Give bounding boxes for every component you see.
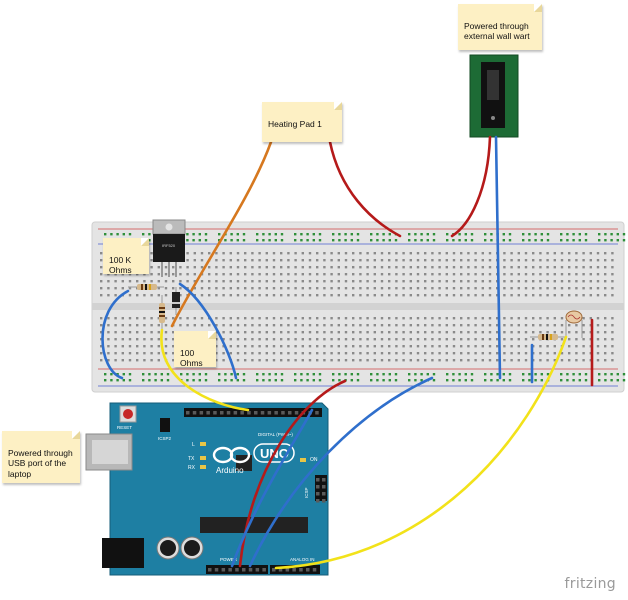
wire-blue-jack bbox=[494, 135, 502, 380]
note-100-ohms-text: 100 Ohms bbox=[180, 347, 203, 369]
icsp2-label: ICSP2 bbox=[158, 436, 172, 441]
led-tx-label: TX bbox=[188, 456, 195, 462]
note-wall-wart-text: Powered through external wall wart bbox=[464, 20, 530, 42]
wire-yellow-digital bbox=[160, 328, 250, 412]
note-heating-pad: Heating Pad 1 bbox=[262, 102, 342, 142]
led-l-label: L bbox=[192, 442, 195, 448]
led-rx-label: RX bbox=[188, 465, 196, 471]
note-heating-pad-text: Heating Pad 1 bbox=[268, 118, 322, 129]
note-wall-wart: Powered through external wall wart bbox=[458, 4, 542, 50]
note-100-ohms: 100 Ohms bbox=[174, 331, 216, 369]
fritzing-watermark: fritzing bbox=[564, 576, 616, 592]
note-usb-power: Powered through USB port of the laptop bbox=[2, 431, 80, 483]
on-label: ON bbox=[310, 457, 318, 463]
arduino-board: Arduino UNO RESET ICSP2 DIGITAL (PWM~) O… bbox=[85, 402, 329, 576]
note-usb-power-text: Powered through USB port of the laptop bbox=[8, 447, 73, 479]
wire-red-jack bbox=[450, 135, 492, 238]
resistor-100 bbox=[159, 295, 165, 330]
wire-orange-heating-pad bbox=[170, 140, 273, 328]
reset-label: RESET bbox=[117, 425, 132, 430]
wire-blue-ground-digital bbox=[230, 408, 314, 568]
power-label: POWER bbox=[220, 557, 238, 562]
note-100k-ohms-text: 100 K Ohms bbox=[109, 254, 132, 276]
power-jack bbox=[469, 54, 519, 138]
header-pins bbox=[186, 411, 326, 572]
diode bbox=[172, 287, 180, 315]
transistor-label: IRF520 bbox=[162, 243, 176, 248]
wire-yellow-analog bbox=[274, 335, 568, 570]
mosfet-transistor: IRF520 bbox=[152, 219, 186, 277]
wire-blue-gate bbox=[178, 282, 238, 380]
wire-blue-gnd bbox=[248, 376, 434, 568]
photoresistor bbox=[565, 310, 583, 338]
wires bbox=[101, 135, 594, 570]
analog-label: ANALOG IN bbox=[290, 557, 315, 562]
arduino-logo-text: Arduino bbox=[216, 466, 244, 475]
icsp-label: ICSP bbox=[304, 487, 309, 498]
note-100k-ohms: 100 K Ohms bbox=[103, 238, 149, 276]
resistor-sensor bbox=[530, 334, 566, 340]
digital-label: DIGITAL (PWM~) bbox=[258, 432, 293, 437]
wire-blue-left-loop bbox=[101, 289, 130, 380]
wire-red-heating-pad bbox=[328, 140, 402, 238]
